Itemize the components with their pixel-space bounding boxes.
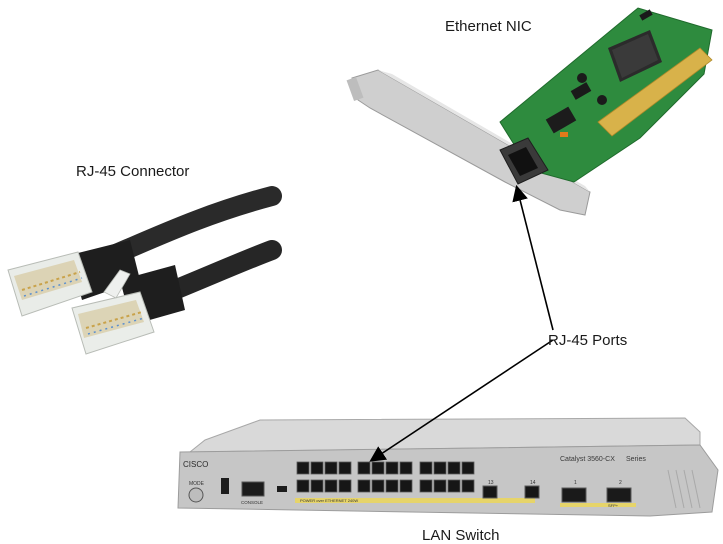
sfp-2-label: 2 xyxy=(619,480,622,486)
sfp-port-1 xyxy=(561,487,587,503)
sfp-port-2 xyxy=(606,487,632,503)
lan-switch: CISCO Catalyst 3560-CX Series MODE CONSO… xyxy=(177,417,719,517)
ethernet-nic-card xyxy=(346,7,713,216)
rj45-plug-left xyxy=(7,251,93,317)
port-14-label: 14 xyxy=(530,480,536,486)
rj45-cable-connectors xyxy=(7,186,282,355)
usb-port xyxy=(221,478,229,494)
switch-brand: CISCO xyxy=(183,460,208,469)
mode-label: MODE xyxy=(189,481,205,487)
switch-model: Catalyst 3560-CX xyxy=(560,456,615,463)
console-port xyxy=(241,481,265,497)
label-rj45-connector: RJ-45 Connector xyxy=(76,163,190,180)
mode-button xyxy=(188,487,204,503)
rj45-plug-right xyxy=(71,269,155,355)
port-13 xyxy=(482,485,498,499)
sfp-1-label: 1 xyxy=(574,480,577,486)
poe-stripe xyxy=(295,498,535,503)
port-14 xyxy=(524,485,540,499)
sfp-label: SFP+ xyxy=(608,503,619,508)
label-rj45-ports: RJ-45 Ports xyxy=(548,332,628,349)
label-lan-switch: LAN Switch xyxy=(422,527,500,544)
arrow-to-nic-port xyxy=(512,184,554,331)
port-13-label: 13 xyxy=(488,480,494,486)
arrow-to-switch-port xyxy=(369,339,554,462)
poe-label: POWER over ETHERNET 240W xyxy=(300,498,358,503)
switch-rj45-ports xyxy=(296,461,475,493)
label-ethernet-nic: Ethernet NIC xyxy=(445,18,532,35)
nic-gold-contacts xyxy=(597,47,713,137)
nic-rj45-port xyxy=(499,137,549,185)
console-label: CONSOLE xyxy=(241,500,263,505)
switch-series: Series xyxy=(626,456,646,463)
